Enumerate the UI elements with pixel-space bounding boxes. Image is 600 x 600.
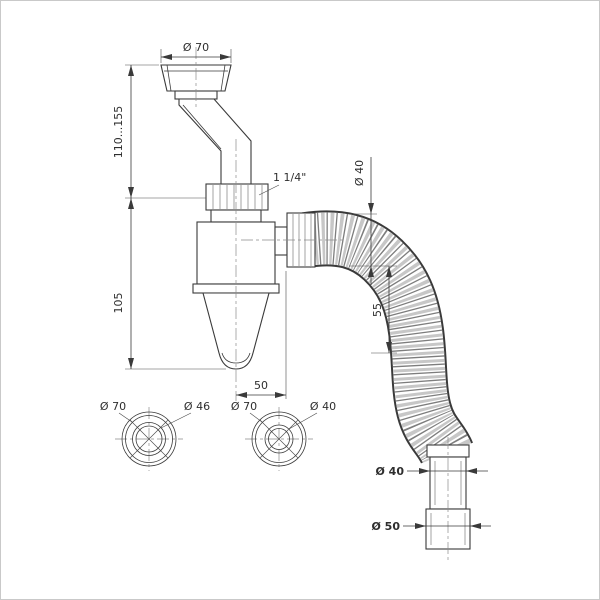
dim-washer2-inner: Ø 40: [310, 400, 336, 413]
dim-washer2-outer: Ø 70: [231, 400, 257, 413]
corrugated-hose: [301, 210, 473, 465]
dim-outlet-offset: 50: [254, 379, 268, 392]
dim-washer1-outer: Ø 70: [100, 400, 126, 413]
dim-body-height: 105: [112, 293, 125, 314]
washer-1: Ø 70 Ø 46: [100, 400, 210, 471]
dim-height-range: 110...155: [112, 106, 125, 158]
washer-2: Ø 70 Ø 40: [231, 400, 336, 471]
dim-fitting-upper-diameter: Ø 40: [376, 465, 405, 478]
outlet-tube: [274, 226, 288, 256]
top-union-nut: [205, 183, 269, 211]
dim-washer1-inner: Ø 46: [184, 400, 210, 413]
bottle-trap: [160, 64, 316, 370]
dim-fitting-lower-diameter: Ø 50: [372, 520, 401, 533]
washers: Ø 70 Ø 46 Ø 70 Ø 40: [100, 400, 336, 471]
dim-top-diameter: Ø 70: [183, 41, 209, 54]
dim-thread-size: 1 1/4": [273, 171, 306, 184]
dim-drop-height: 55: [371, 303, 384, 317]
dimensions: Ø 70 110...155 105 1 1/4" Ø 40 55 50 Ø 4…: [112, 41, 491, 533]
top-nut-ribs: [212, 185, 263, 209]
dim-hose-diameter: Ø 40: [353, 160, 366, 186]
